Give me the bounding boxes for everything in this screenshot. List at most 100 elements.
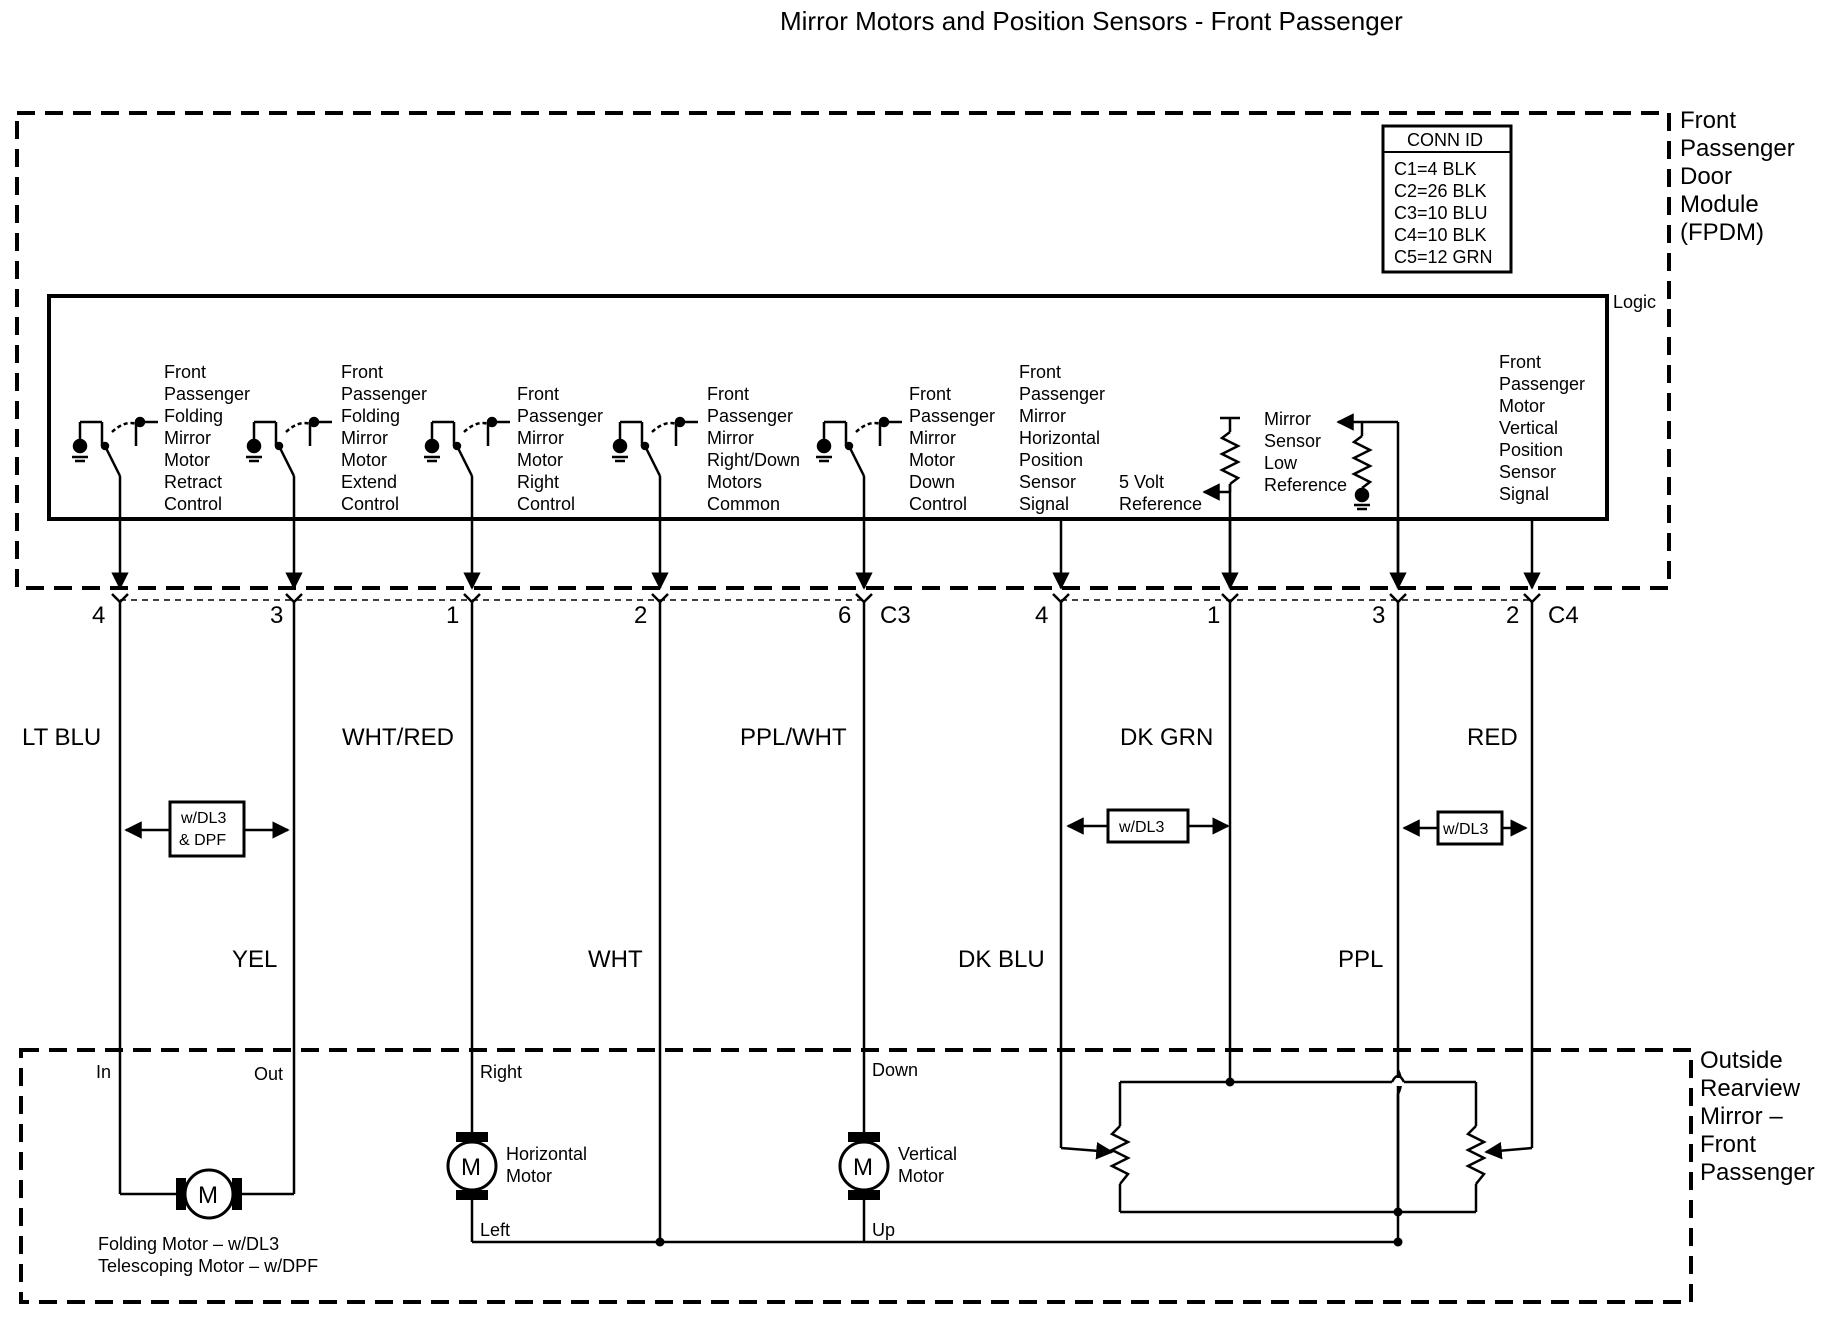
svg-text:Reference: Reference: [1264, 475, 1347, 495]
svg-text:Signal: Signal: [1499, 484, 1549, 504]
svg-text:C1=4 BLK: C1=4 BLK: [1394, 159, 1477, 179]
svg-text:Motor: Motor: [898, 1166, 944, 1186]
svg-text:Front: Front: [1700, 1131, 1756, 1158]
folding-motor: M: [176, 1168, 242, 1220]
mirror-label: Outside Rearview Mirror – Front Passenge…: [1700, 1047, 1815, 1186]
label-horizontal-sensor: Front Passenger Mirror Horizontal Positi…: [1019, 362, 1105, 514]
svg-text:Passenger: Passenger: [517, 406, 603, 426]
svg-text:C4=10 BLK: C4=10 BLK: [1394, 225, 1487, 245]
svg-text:Passenger: Passenger: [909, 406, 995, 426]
svg-text:DK BLU: DK BLU: [958, 946, 1045, 973]
svg-text:Horizontal: Horizontal: [506, 1144, 587, 1164]
svg-text:Outside: Outside: [1700, 1047, 1783, 1074]
fpdm-label: Front Passenger Door Module (FPDM): [1680, 107, 1795, 246]
svg-text:Module: Module: [1680, 191, 1759, 218]
reference-5v-resistor: [1202, 416, 1241, 580]
svg-text:Retract: Retract: [164, 472, 222, 492]
svg-text:Control: Control: [909, 494, 967, 514]
switch-right: [424, 416, 510, 477]
svg-text:Common: Common: [707, 494, 780, 514]
svg-text:Vertical: Vertical: [1499, 418, 1558, 438]
svg-text:Position: Position: [1019, 450, 1083, 470]
svg-text:(FPDM): (FPDM): [1680, 219, 1764, 246]
svg-text:6: 6: [838, 602, 851, 629]
logic-label: Logic: [1613, 292, 1656, 312]
svg-text:Folding Motor – w/DL3: Folding Motor – w/DL3: [98, 1234, 279, 1254]
svg-text:Motor: Motor: [341, 450, 387, 470]
motor-symbol: M: [461, 1154, 481, 1181]
label-low-reference: Mirror Sensor Low Reference: [1264, 409, 1347, 495]
svg-text:Mirror –: Mirror –: [1700, 1103, 1783, 1130]
svg-text:Telescoping Motor – w/DPF: Telescoping Motor – w/DPF: [98, 1256, 318, 1276]
svg-text:Passenger: Passenger: [1680, 135, 1795, 162]
svg-text:Mirror: Mirror: [164, 428, 211, 448]
svg-text:Extend: Extend: [341, 472, 397, 492]
switch-symbols: [72, 413, 1400, 580]
svg-text:Motors: Motors: [707, 472, 762, 492]
switch-common: [612, 416, 698, 477]
svg-text:Horizontal: Horizontal: [1019, 428, 1100, 448]
mirror-circuit: [120, 1080, 1533, 1244]
svg-text:Up: Up: [872, 1220, 895, 1240]
mirror-terminal-labels: In Out Right Down Left Up Horizontal Mot…: [96, 1060, 957, 1276]
svg-text:Right: Right: [480, 1062, 522, 1082]
junction-dots: [655, 1077, 1403, 1247]
fpdm-boundary: [15, 111, 1671, 590]
svg-text:Door: Door: [1680, 163, 1732, 190]
svg-text:Front: Front: [1019, 362, 1061, 382]
low-reference-resistor: [1336, 413, 1400, 580]
svg-text:4: 4: [1035, 602, 1048, 629]
svg-text:w/DL3: w/DL3: [1118, 819, 1164, 836]
svg-text:3: 3: [1372, 602, 1385, 629]
svg-text:Passenger: Passenger: [1700, 1159, 1815, 1186]
svg-text:Down: Down: [872, 1060, 918, 1080]
svg-text:PPL/WHT: PPL/WHT: [740, 724, 847, 751]
diagram-title: Mirror Motors and Position Sensors - Fro…: [780, 6, 1403, 36]
label-retract-control: Front Passenger Folding Mirror Motor Ret…: [164, 362, 250, 514]
svg-text:w/DL3: w/DL3: [1442, 821, 1488, 838]
wire-color-labels: LT BLU YEL WHT/RED WHT PPL/WHT DK BLU DK…: [22, 724, 1518, 973]
svg-text:PPL: PPL: [1338, 946, 1383, 973]
svg-text:Front: Front: [707, 384, 749, 404]
mirror-boundary: [19, 1048, 1693, 1304]
svg-text:Motor: Motor: [164, 450, 210, 470]
svg-text:Passenger: Passenger: [1499, 374, 1585, 394]
svg-text:Motor: Motor: [517, 450, 563, 470]
label-vertical-sensor: Front Passenger Motor Vertical Position …: [1499, 352, 1585, 504]
motor-symbol: M: [198, 1182, 218, 1209]
horizontal-motor: M: [446, 1132, 498, 1200]
connector-c3: C3: [880, 602, 911, 629]
svg-text:& DPF: & DPF: [179, 832, 226, 849]
svg-text:Passenger: Passenger: [164, 384, 250, 404]
svg-text:Down: Down: [909, 472, 955, 492]
svg-text:Out: Out: [254, 1064, 283, 1084]
svg-text:Control: Control: [341, 494, 399, 514]
svg-text:Right/Down: Right/Down: [707, 450, 800, 470]
svg-text:Mirror: Mirror: [1019, 406, 1066, 426]
svg-text:1: 1: [1207, 602, 1220, 629]
svg-text:Mirror: Mirror: [517, 428, 564, 448]
svg-text:Sensor: Sensor: [1499, 462, 1556, 482]
svg-text:Folding: Folding: [341, 406, 400, 426]
svg-text:Motor: Motor: [506, 1166, 552, 1186]
switch-extend: [246, 416, 332, 477]
svg-text:Sensor: Sensor: [1019, 472, 1076, 492]
switch-retract: [72, 416, 158, 477]
option-boxes: [124, 800, 1528, 858]
svg-text:Position: Position: [1499, 440, 1563, 460]
svg-text:Motor: Motor: [1499, 396, 1545, 416]
svg-text:Mirror: Mirror: [707, 428, 754, 448]
svg-text:Passenger: Passenger: [707, 406, 793, 426]
svg-text:Control: Control: [164, 494, 222, 514]
svg-text:3: 3: [270, 602, 283, 629]
svg-text:Front: Front: [1680, 107, 1736, 134]
svg-text:Sensor: Sensor: [1264, 431, 1321, 451]
svg-text:Front: Front: [1499, 352, 1541, 372]
svg-text:2: 2: [1506, 602, 1519, 629]
logic-box: [47, 294, 1609, 521]
label-down-control: Front Passenger Mirror Motor Down Contro…: [909, 384, 995, 514]
svg-text:C5=12 GRN: C5=12 GRN: [1394, 247, 1493, 267]
label-right-control: Front Passenger Mirror Motor Right Contr…: [517, 384, 603, 514]
